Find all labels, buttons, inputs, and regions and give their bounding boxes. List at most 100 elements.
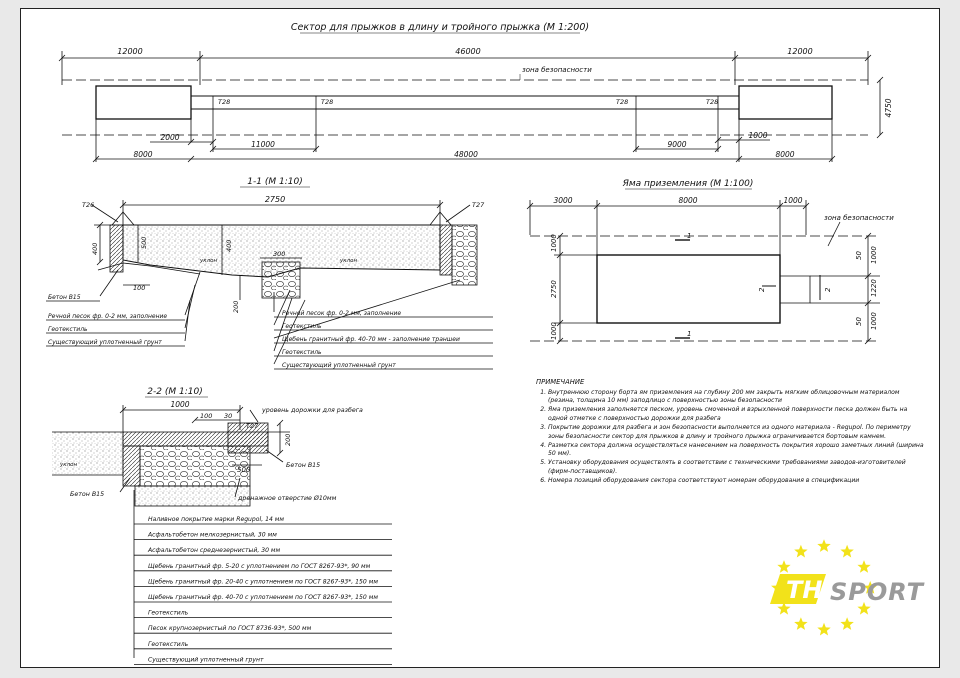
section11-drawing: [46, 200, 493, 370]
pit-dim-left-3: 1000: [550, 322, 558, 340]
plan-title: Сектор для прыжков в длину и тройного пр…: [291, 22, 589, 33]
section11-slope-right: уклон: [339, 258, 357, 264]
section22-concrete-right: Бетон В15: [286, 462, 320, 469]
dim-2000: 2000: [160, 133, 179, 142]
dim-top-center: 46000: [455, 47, 480, 56]
section11-label-right-4: Геотекстиль: [282, 349, 322, 356]
section11-label-left-1: Бетон В15: [48, 294, 81, 301]
pit-dim-right-2: 1220: [870, 279, 878, 297]
section11-label-right-2: Геотекстиль: [282, 323, 322, 330]
notes-heading: ПРИМЕЧАНИЕ: [536, 378, 585, 386]
marker-t28-2: T28: [321, 98, 333, 106]
th-sport-logo: TH SPORT: [746, 536, 936, 646]
section11-title: 1-1 (М 1:10): [247, 177, 302, 187]
note-item: Установку оборудования осуществлять в со…: [548, 459, 928, 476]
star-icon: [817, 539, 831, 552]
note-item: Внутреннюю сторону борта ям приземления …: [548, 389, 928, 406]
section11-width: 2750: [265, 195, 285, 204]
pit-dim-top-1: 3000: [553, 196, 572, 205]
dim-bottom-right: 8000: [775, 150, 794, 159]
section22-dim-1000: 1000: [170, 400, 189, 409]
section11-t26: T26: [82, 201, 94, 209]
section22-drawing: [52, 405, 392, 665]
pit-dim-top-2: 8000: [678, 196, 697, 205]
pit-safety-zone: зона безопасности: [824, 214, 894, 222]
star-icon: [794, 617, 808, 630]
logo-sport-text: SPORT: [830, 578, 925, 606]
section11-dim-200: 200: [232, 301, 240, 313]
section22-layer-list: Наливное покрытие марки Regupol, 14 мм Ас…: [147, 516, 378, 663]
pit-cut2-right: 2: [824, 287, 832, 292]
pit-cut2-left: 2: [758, 287, 766, 292]
logo-stars: [770, 539, 877, 636]
section11-t27: T27: [472, 201, 485, 209]
section22-t27: T27: [246, 422, 259, 430]
star-icon: [777, 601, 791, 615]
section22-slope: уклон: [59, 462, 77, 468]
pit-dim-left-2: 2750: [550, 280, 558, 298]
section11-label-left-2: Речной песок фр. 0-2 мм, заполнение: [48, 313, 167, 320]
layer-label: Щебень гранитный фр. 20-40 с уплотнением…: [148, 577, 378, 585]
dim-4750: 4750: [884, 98, 893, 117]
section11-dim-400-left: 400: [91, 243, 99, 255]
section11-dim-400-mid: 400: [225, 240, 233, 252]
dim-top-right: 12000: [787, 47, 812, 56]
notes-list: Внутреннюю сторону борта ям приземления …: [536, 389, 928, 486]
pit-dim-left-1: 1000: [550, 234, 558, 252]
layer-label: Существующий уплотненный грунт: [148, 656, 264, 663]
section22-dim-500: 500: [237, 466, 251, 474]
layer-label: Наливное покрытие марки Regupol, 14 мм: [148, 516, 284, 523]
section11-label-left-4: Существующий уплотненный грунт: [48, 339, 162, 346]
pit-drawing: [526, 200, 880, 345]
section22-drain: дренажное отверстие Ø10мм: [237, 494, 337, 502]
section22-title: 2-2 (М 1:10): [147, 387, 202, 397]
star-icon: [817, 622, 831, 636]
layer-label: Песок крупнозернистый по ГОСТ 8736-93*, …: [148, 625, 312, 632]
section22-concrete-left: Бетон В15: [70, 491, 104, 498]
section11-slope-left: уклон: [199, 258, 217, 264]
safety-zone-label: зона безопасности: [522, 66, 592, 74]
note-item: Яма приземления заполняется песком, уров…: [548, 406, 928, 423]
pit-dim-right-1: 1000: [870, 246, 878, 264]
section11-dim-500: 500: [140, 237, 148, 249]
marker-t28-1: T28: [218, 98, 230, 106]
pit-dim-top-3: 1000: [783, 196, 802, 205]
star-icon: [857, 601, 871, 615]
note-item: Покрытие дорожки для разбега и зон безоп…: [548, 424, 928, 441]
layer-label: Асфальтобетон среднезернистый, 30 мм: [147, 546, 280, 554]
section11-label-left-3: Геотекстиль: [48, 326, 88, 333]
section11-dim-100: 100: [133, 284, 145, 292]
pit-cut1-bottom: 1: [687, 330, 691, 338]
section22-track-level: уровень дорожки для разбега: [261, 406, 363, 414]
star-icon: [777, 560, 791, 573]
section22-dim-200: 200: [284, 434, 292, 446]
section11-label-right-3: Щебень гранитный фр. 40-70 мм - заполнен…: [282, 336, 460, 343]
dim-bottom-left: 8000: [133, 150, 152, 159]
section11-dim-300: 300: [273, 250, 285, 258]
dim-11000: 11000: [251, 140, 275, 149]
pit-title: Яма приземления (М 1:100): [622, 179, 754, 189]
star-icon: [840, 617, 854, 630]
note-item: Разметка сектора должна осуществляться н…: [548, 442, 928, 459]
section11-label-right-5: Существующий уплотненный грунт: [282, 362, 396, 369]
marker-t28-3: T28: [616, 98, 628, 106]
star-icon: [857, 560, 871, 573]
layer-label: Асфальтобетон мелкозернистый, 30 мм: [147, 531, 277, 539]
dim-bottom-center: 48000: [454, 150, 478, 159]
pit-dim-right-3: 1000: [870, 312, 878, 330]
note-item: Номера позиций оборудования сектора соот…: [548, 477, 928, 486]
layer-label: Геотекстиль: [148, 610, 189, 617]
dim-top-left: 12000: [117, 47, 142, 56]
dim-9000: 9000: [667, 140, 686, 149]
section22-dim-100: 100: [200, 412, 212, 420]
plan-view: [58, 51, 884, 163]
star-icon: [794, 544, 808, 558]
pit-dim-50b: 50: [855, 317, 863, 326]
marker-t28-4: T28: [706, 98, 718, 106]
layer-label: Геотекстиль: [148, 641, 189, 648]
logo-badge: [770, 574, 826, 604]
pit-cut1-top: 1: [687, 232, 691, 240]
logo-th-text: TH: [786, 576, 823, 604]
layer-label: Щебень гранитный фр. 40-70 с уплотнением…: [148, 593, 378, 601]
